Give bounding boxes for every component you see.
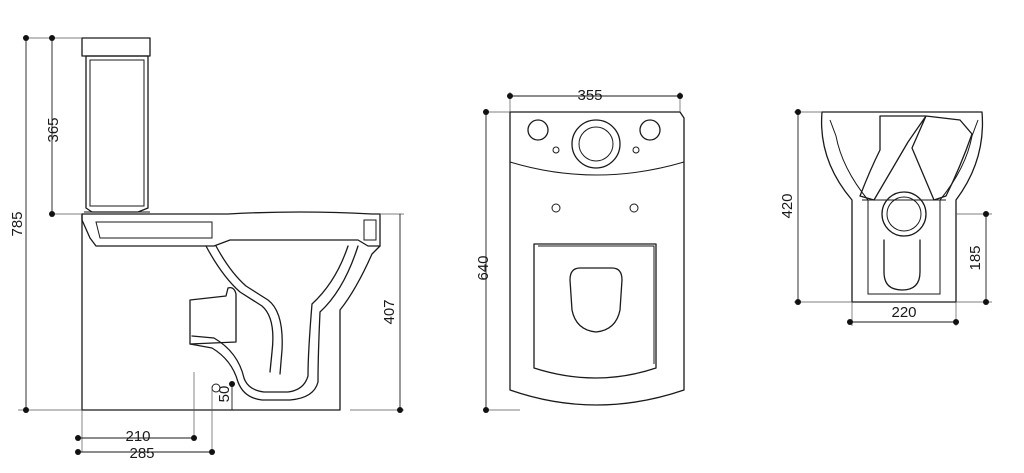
dim-side-outlet-distance: 210 xyxy=(125,428,150,445)
dim-side-cistern-height: 365 xyxy=(45,117,62,142)
dim-top-width: 355 xyxy=(577,87,602,104)
dim-front-base-width: 220 xyxy=(891,304,916,321)
top-flush-button xyxy=(571,119,621,169)
top-view: 355 640 xyxy=(475,87,685,413)
dim-side-total-height: 785 xyxy=(9,211,26,236)
top-seat xyxy=(533,243,657,379)
dim-side-bowl-height: 407 xyxy=(381,299,398,324)
side-pedestal xyxy=(81,213,381,411)
top-outline xyxy=(509,111,685,406)
dim-front-height: 420 xyxy=(779,193,796,218)
front-bowl-v xyxy=(859,115,973,201)
side-trapway xyxy=(189,245,359,401)
front-pedestal-slot xyxy=(883,239,921,291)
dim-side-outlet-distance-total: 285 xyxy=(129,445,154,462)
side-cistern-inner xyxy=(89,59,145,207)
dim-side-outlet-height: 50 xyxy=(216,386,233,403)
top-bowl-opening xyxy=(569,267,623,333)
side-cistern-lid xyxy=(81,37,151,57)
front-rim-inner xyxy=(829,119,979,295)
top-cistern-line xyxy=(509,161,685,176)
front-view: 420 185 220 xyxy=(779,109,992,326)
side-cistern-body xyxy=(85,55,149,213)
dim-front-inlet-height: 185 xyxy=(967,245,984,270)
dim-top-length: 640 xyxy=(475,255,492,280)
front-outlet xyxy=(881,191,927,237)
side-outlet xyxy=(189,286,237,345)
front-outline xyxy=(820,111,984,303)
side-seat xyxy=(81,211,381,247)
side-view: 785 365 407 50 210 285 xyxy=(9,35,404,462)
